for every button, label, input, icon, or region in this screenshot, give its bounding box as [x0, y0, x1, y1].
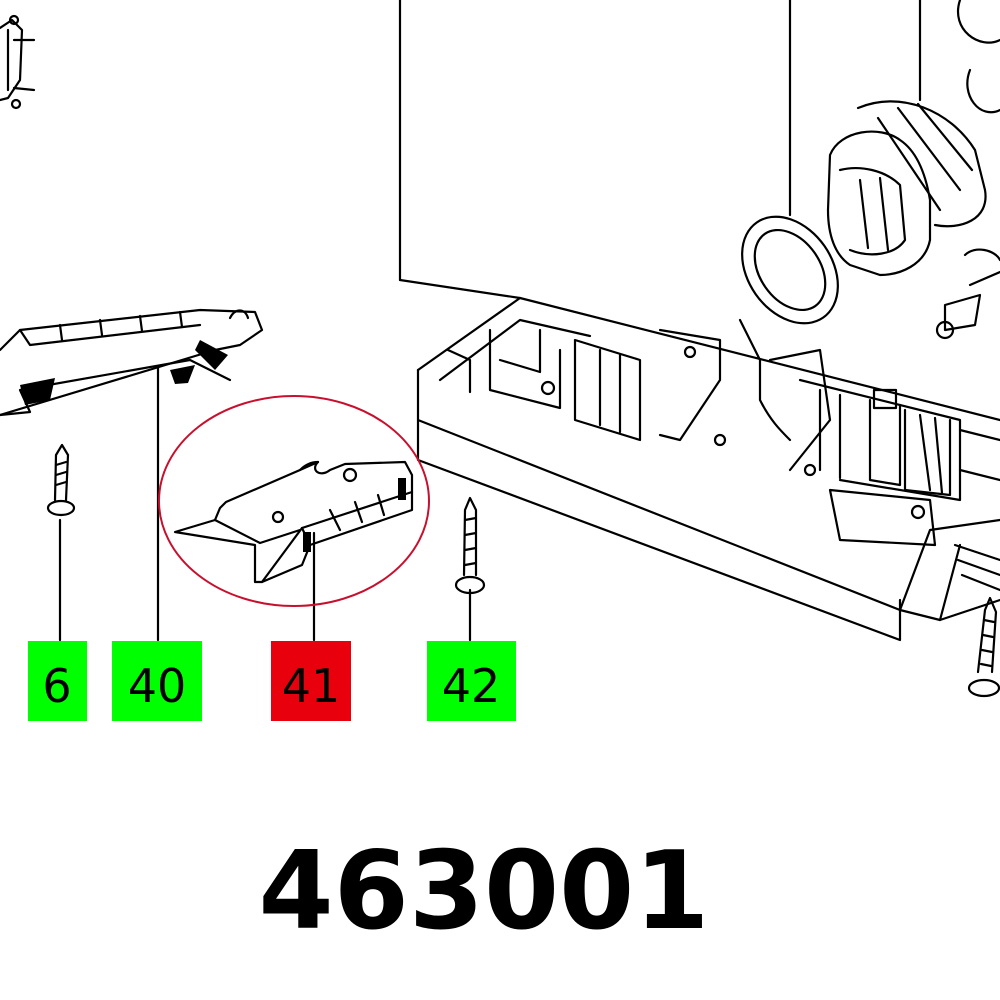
callout-41-label: 41: [282, 659, 341, 713]
callout-6-box: [28, 641, 87, 721]
bracket-fragment-top-left: [0, 14, 36, 110]
part-6-screw: [46, 443, 76, 517]
housing-body: [398, 0, 922, 300]
callout-41[interactable]: 41: [271, 641, 351, 721]
callout-6-label: 6: [42, 659, 71, 713]
callout-6[interactable]: 6: [28, 641, 87, 721]
callout-leaders: [58, 366, 472, 642]
long-screw-right: [967, 596, 1000, 698]
knob-assembly: [741, 0, 1000, 340]
part-41-slide-plate[interactable]: [173, 460, 414, 584]
base-housing: [416, 296, 1000, 642]
callout-42-label: 42: [442, 659, 501, 713]
callout-41-box: [271, 641, 351, 721]
callout-42-box: [427, 641, 516, 721]
callout-40[interactable]: 40: [112, 641, 202, 721]
callout-40-box: [112, 641, 202, 721]
part-40-rail: [0, 308, 264, 417]
part-number: 463001: [259, 829, 710, 954]
highlight-ring: [158, 395, 430, 607]
callout-42[interactable]: 42: [427, 641, 516, 721]
callout-40-label: 40: [128, 659, 187, 713]
part-42-screw: [454, 496, 486, 595]
